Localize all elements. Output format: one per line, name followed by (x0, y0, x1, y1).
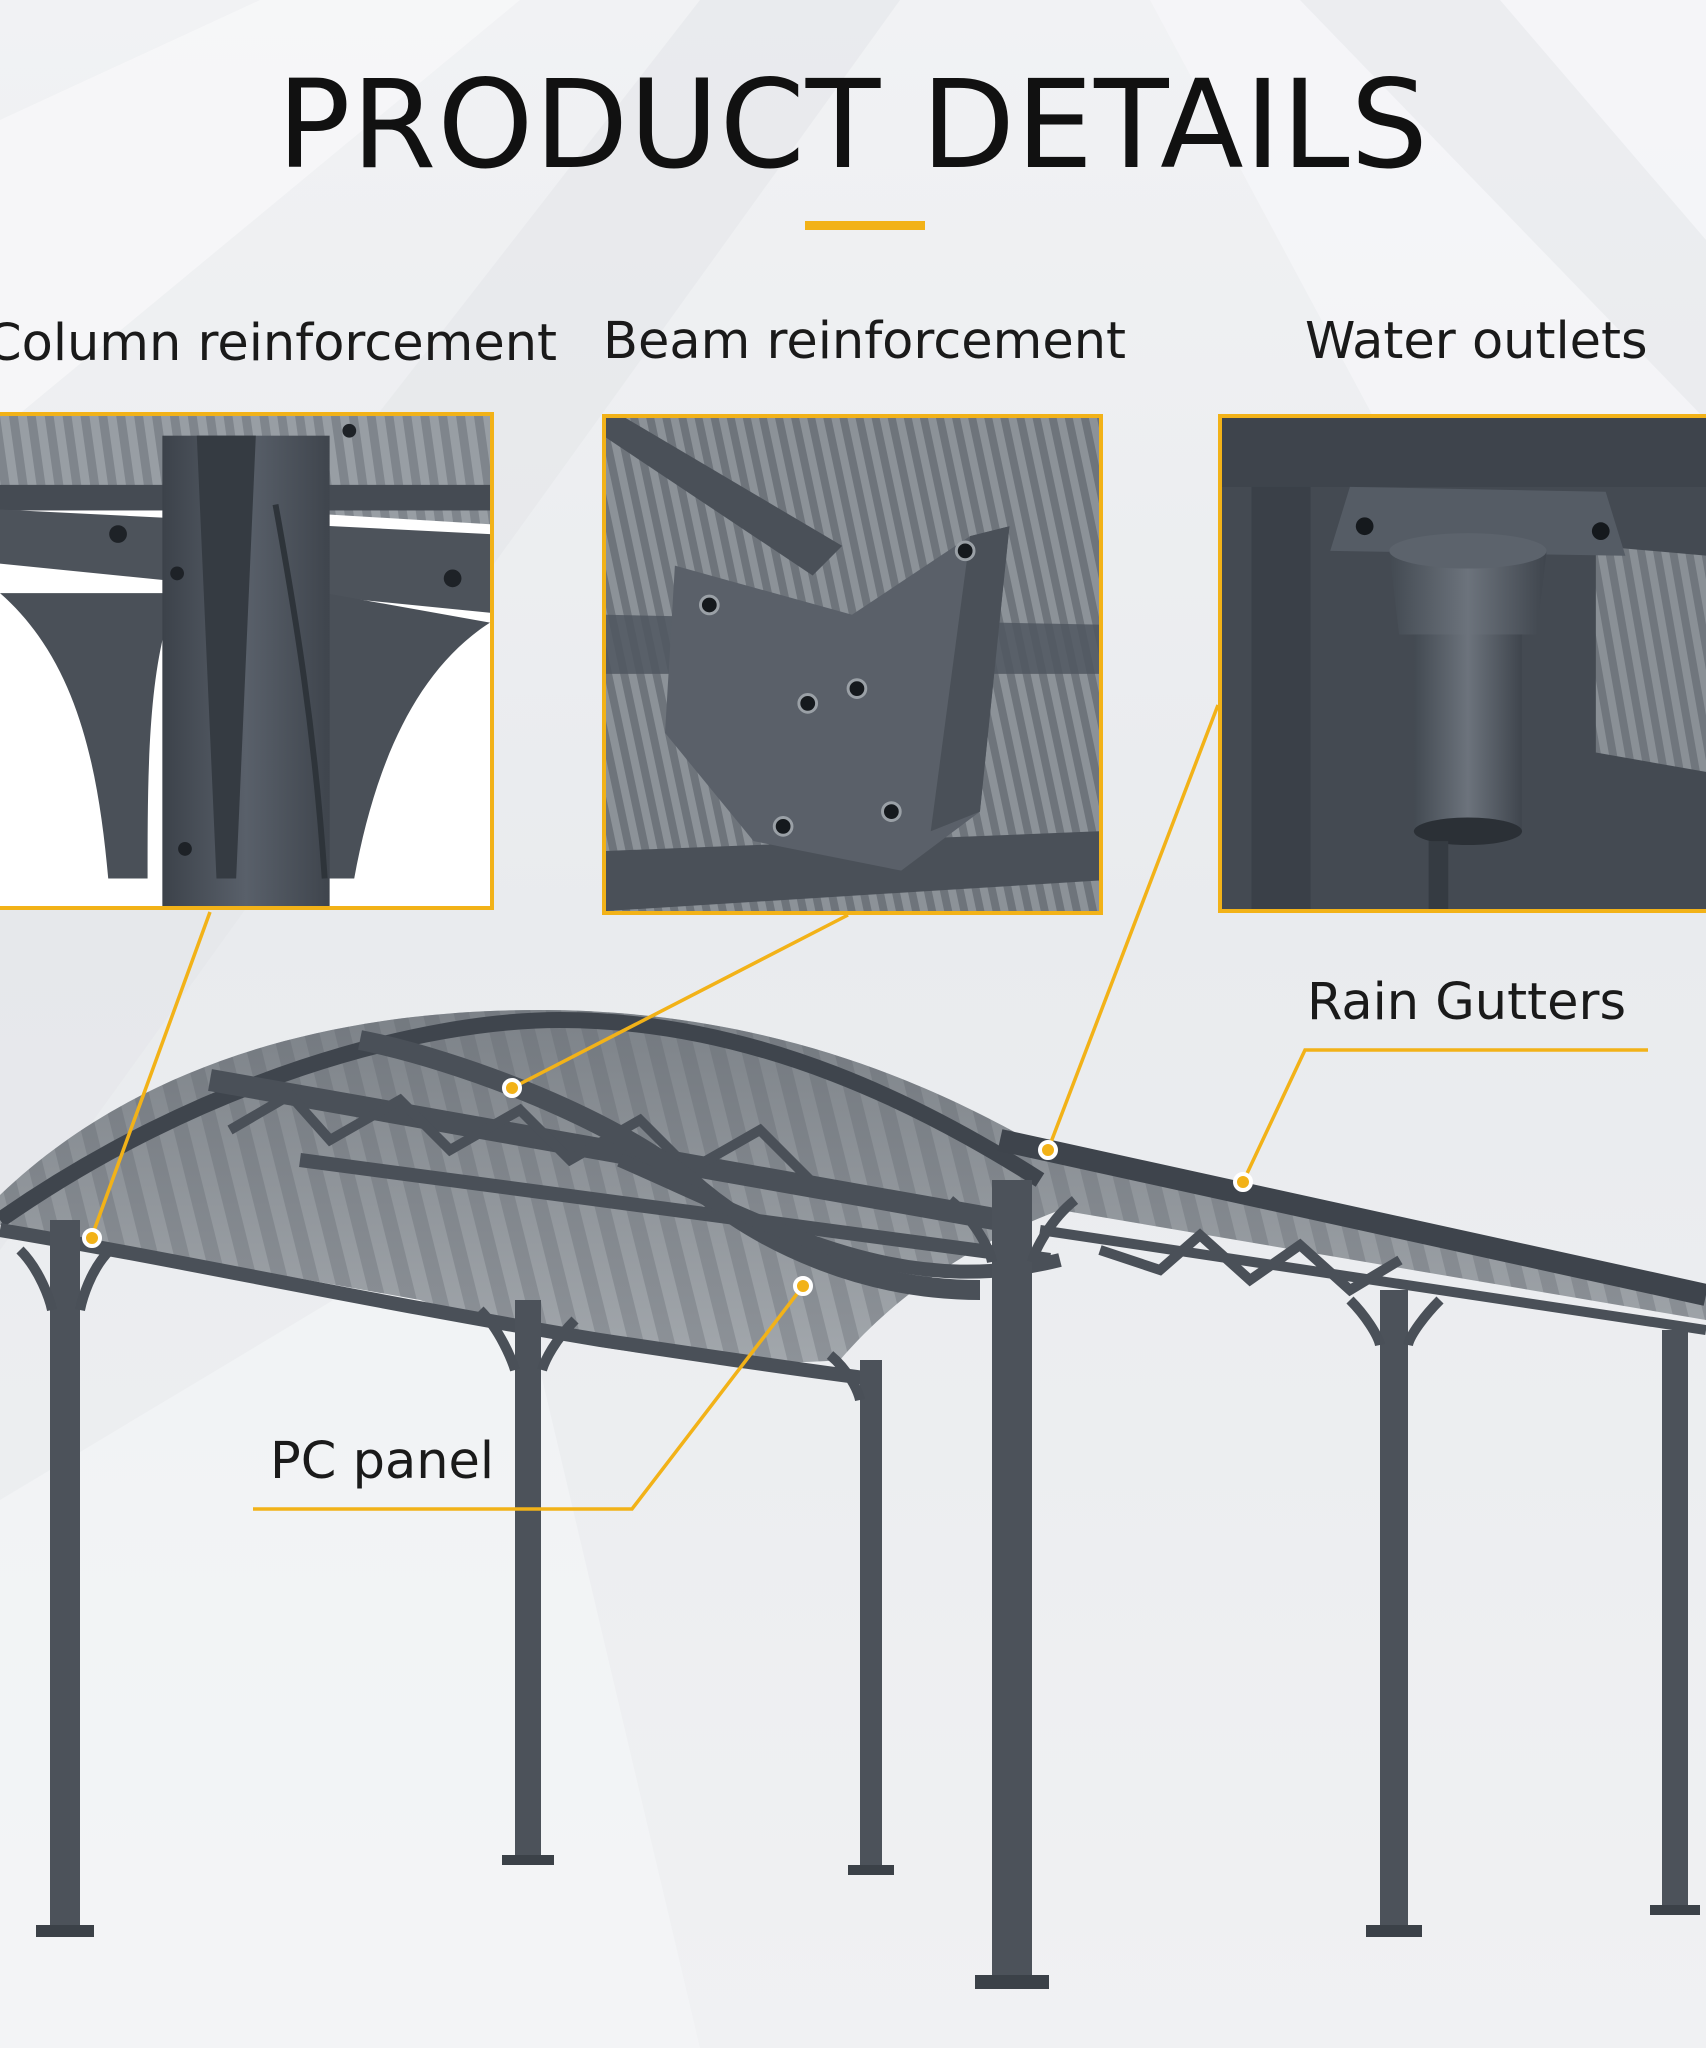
carport-posts (50, 1180, 1688, 1980)
water-outlets-photo (1218, 414, 1706, 913)
pc-panel-label: PC panel (270, 1432, 495, 1491)
beam-reinforcement-photo (602, 414, 1103, 915)
rain-gutters-label: Rain Gutters (1307, 973, 1627, 1032)
column-reinforcement-image (0, 416, 490, 906)
water-outlets-image (1222, 418, 1706, 909)
column-reinforcement-label: Column reinforcement (0, 314, 558, 373)
callout-dots (82, 1078, 1253, 1296)
beam-reinforcement-label: Beam reinforcement (603, 312, 1127, 371)
column-reinforcement-photo (0, 412, 494, 910)
water-outlets-label: Water outlets (1305, 312, 1648, 371)
title-underline (805, 221, 925, 230)
leader-lines (90, 704, 1648, 1511)
beam-reinforcement-image (606, 418, 1099, 911)
page-title: PRODUCT DETAILS (276, 54, 1430, 196)
